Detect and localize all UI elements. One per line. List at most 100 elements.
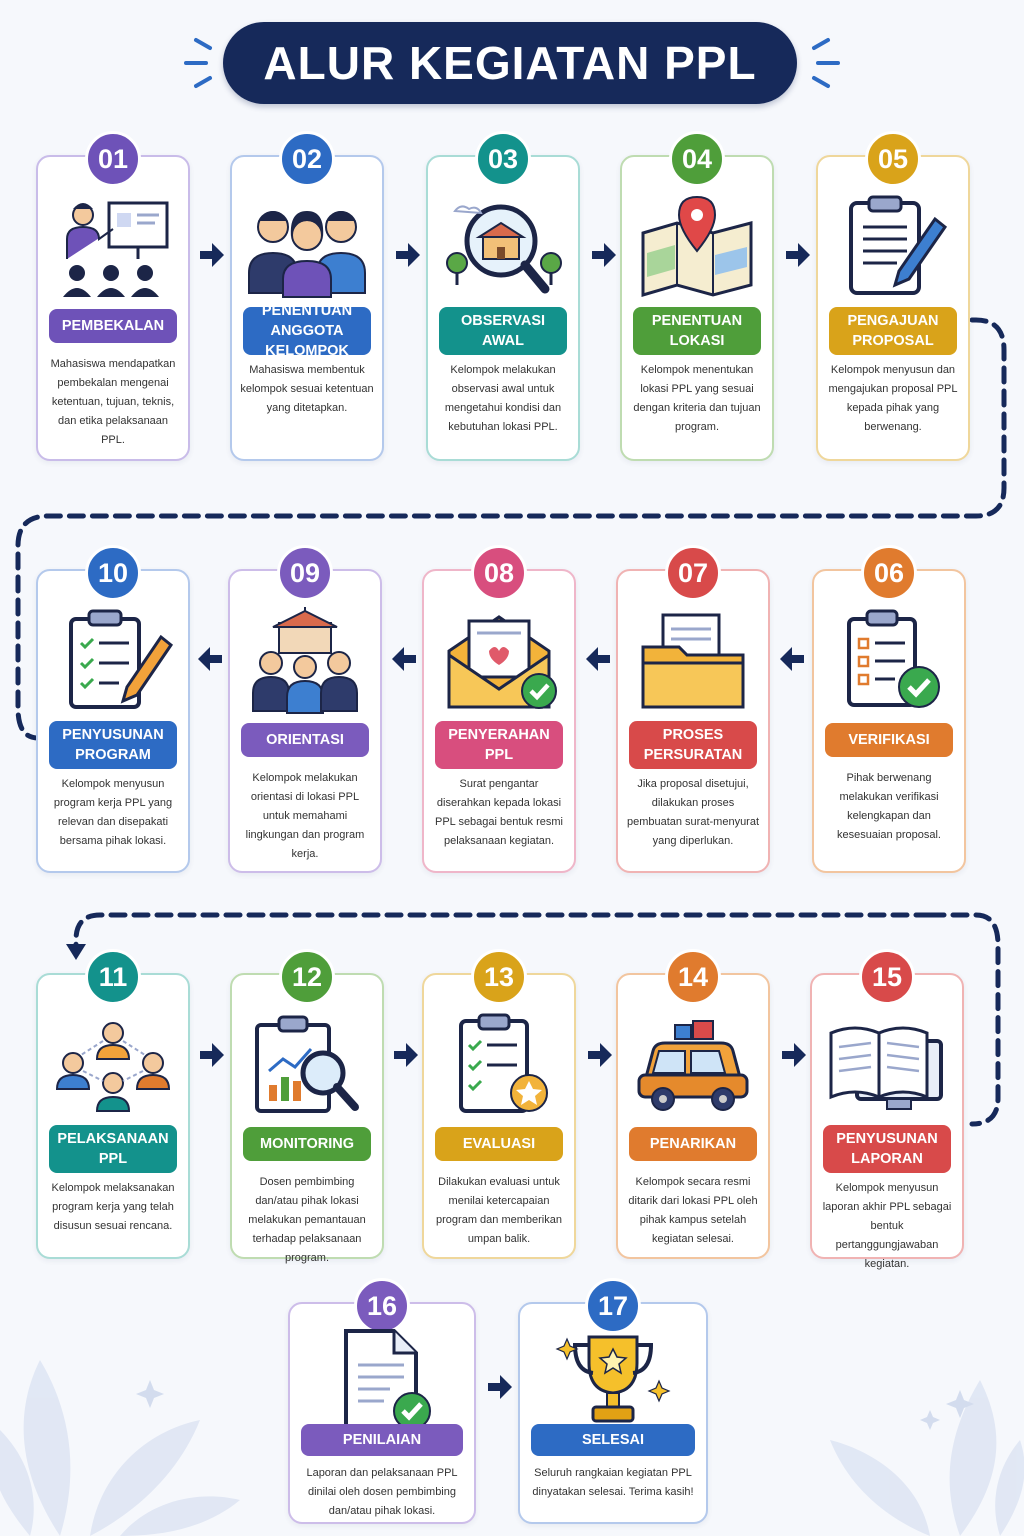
step-description: Mahasiswa membentuk kelompok sesuai kete… (240, 364, 374, 414)
envelope-check-icon (447, 615, 557, 709)
step-label: MONITORING (243, 1127, 371, 1161)
step-description: Kelompok menyusun dan mengajukan proposa… (828, 364, 958, 433)
step-label: PENYUSUNAN LAPORAN (823, 1125, 951, 1173)
step-number: 03 (475, 131, 531, 187)
page-title: ALUR KEGIATAN PPL (223, 22, 797, 104)
step-icon (424, 1009, 574, 1121)
step-description: Kelompok melakukan orientasi di lokasi P… (245, 772, 365, 860)
step-icon (622, 191, 772, 303)
presentation-icon (63, 201, 169, 297)
step-icon (232, 1009, 382, 1121)
step-label: PELAKSANAAN PPL (49, 1125, 177, 1173)
step-icon (818, 191, 968, 303)
flow-arrow-icon (196, 1040, 226, 1070)
flow-arrow-icon (584, 1040, 614, 1070)
step-number: 15 (859, 949, 915, 1005)
step-label: ORIENTASI (241, 723, 369, 757)
step-label: EVALUASI (435, 1127, 563, 1161)
step-icon (812, 1009, 962, 1121)
step-number: 01 (85, 131, 141, 187)
book-monitor-icon (829, 1026, 943, 1110)
step-icon (520, 1334, 706, 1424)
magnifier-school-icon (446, 204, 562, 294)
step-icon (290, 1329, 474, 1430)
step-description: Dosen pembimbing dan/atau pihak lokasi m… (248, 1176, 366, 1264)
flow-arrow-icon (778, 1040, 808, 1070)
step-label: PROSES PERSURATAN (629, 721, 757, 769)
flow-arrow-icon (390, 1040, 420, 1070)
step-number: 04 (669, 131, 725, 187)
title-bar: ALUR KEGIATAN PPL (0, 22, 1024, 106)
school-students-icon (252, 607, 358, 714)
step-description: Laporan dan pelaksanaan PPL dinilai oleh… (306, 1467, 458, 1517)
step-label: VERIFIKASI (825, 723, 953, 757)
chart-magnifier-icon (255, 1015, 359, 1113)
step-icon (424, 605, 574, 717)
trophy-icon (555, 1335, 671, 1423)
flow-arrow-icon (392, 240, 422, 270)
flow-arrow-icon (390, 644, 420, 674)
step-label: SELESAI (531, 1424, 695, 1456)
team-network-icon (55, 1022, 171, 1112)
step-icon (38, 191, 188, 303)
step-description: Dilakukan evaluasi untuk menilai keterca… (436, 1176, 562, 1245)
car-luggage-icon (637, 1020, 749, 1111)
checklist-verified-icon (847, 609, 940, 708)
step-label: PENARIKAN (629, 1127, 757, 1161)
step-number: 02 (279, 131, 335, 187)
step-description: Pihak berwenang melakukan verifikasi kel… (837, 772, 941, 841)
step-description: Seluruh rangkaian kegiatan PPL dinyataka… (532, 1467, 694, 1498)
step-icon (428, 191, 578, 303)
step-number: 11 (85, 949, 141, 1005)
step-label: OBSERVASI AWAL (439, 307, 567, 355)
step-description: Mahasiswa mendapatkan pembekalan mengena… (50, 358, 176, 446)
step-label: PENYUSUNAN PROGRAM (49, 721, 177, 769)
step-description: Kelompok menyusun laporan akhir PPL seba… (822, 1182, 952, 1270)
checklist-star-icon (459, 1013, 548, 1113)
document-check-icon (344, 1329, 431, 1430)
step-number: 09 (277, 545, 333, 601)
step-number: 14 (665, 949, 721, 1005)
clipboard-pen-icon (849, 195, 948, 295)
step-number: 12 (279, 949, 335, 1005)
step-label: PENENTUAN ANGGOTA KELOMPOK (243, 303, 371, 359)
step-number: 16 (354, 1278, 410, 1334)
step-icon (814, 605, 964, 717)
step-label: PENILAIAN (301, 1424, 463, 1456)
step-number: 06 (861, 545, 917, 601)
step-label: PENENTUAN LOKASI (633, 307, 761, 355)
step-number: 17 (585, 1278, 641, 1334)
step-description: Kelompok secara resmi ditarik dari lokas… (628, 1176, 758, 1245)
step-icon (38, 1009, 188, 1121)
step-icon (618, 1009, 768, 1121)
flow-arrow-icon (196, 644, 226, 674)
flow-arrow-icon (196, 240, 226, 270)
step-number: 08 (471, 545, 527, 601)
step-number: 07 (665, 545, 721, 601)
flow-arrow-icon (588, 240, 618, 270)
step-description: Kelompok menentukan lokasi PPL yang sesu… (633, 364, 761, 433)
flow-arrow-icon (778, 644, 808, 674)
step-number: 10 (85, 545, 141, 601)
step-number: 13 (471, 949, 527, 1005)
group-people-icon (248, 211, 366, 298)
step-label: PEMBEKALAN (49, 309, 177, 343)
step-icon (230, 605, 380, 717)
